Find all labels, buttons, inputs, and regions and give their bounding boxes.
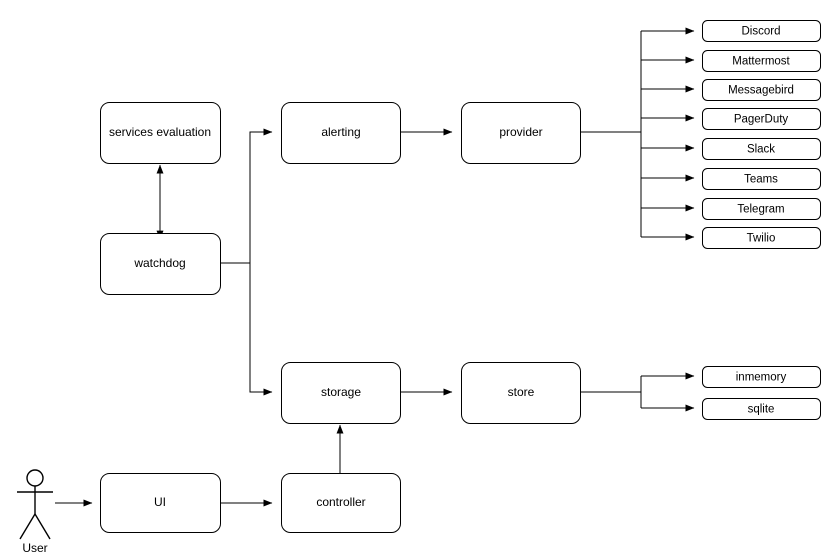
node-ui-shape: [100, 473, 221, 533]
node-store-label: store: [508, 385, 535, 399]
node-storage-label: storage: [321, 385, 361, 399]
node-twilio[interactable]: Twilio: [702, 227, 821, 249]
node-sqlite-shape: [702, 398, 821, 420]
node-mattermost-label: Mattermost: [732, 56, 790, 68]
node-pagerduty-label: PagerDuty: [734, 114, 789, 126]
node-messagebird[interactable]: Messagebird: [702, 79, 821, 101]
node-mattermost-shape: [702, 50, 821, 72]
node-services-evaluation-shape: [100, 102, 221, 164]
node-storage-shape: [281, 362, 401, 424]
node-slack[interactable]: Slack: [702, 138, 821, 160]
node-controller-label: controller: [316, 495, 365, 509]
node-inmemory-label: inmemory: [736, 372, 787, 384]
edge-watchdog-storage: [249, 263, 273, 396]
node-watchdog-label: watchdog: [133, 256, 185, 270]
node-inmemory[interactable]: inmemory: [702, 366, 821, 388]
edge-watchdog-alerting: [220, 128, 273, 264]
node-controller[interactable]: controller: [281, 473, 401, 533]
actor-leg-left: [19, 513, 36, 540]
node-services-evaluation[interactable]: services evaluation: [100, 102, 221, 164]
actor-label: User: [22, 541, 47, 555]
node-ui[interactable]: UI: [100, 473, 221, 533]
node-telegram[interactable]: Telegram: [702, 198, 821, 220]
node-messagebird-label: Messagebird: [728, 85, 794, 97]
node-alerting[interactable]: alerting: [281, 102, 401, 164]
node-ui-label: UI: [154, 495, 166, 509]
node-provider-shape: [461, 102, 581, 164]
node-discord-label: Discord: [742, 26, 781, 38]
node-services-evaluation-label: services evaluation: [109, 125, 211, 139]
node-telegram-shape: [702, 198, 821, 220]
user-actor[interactable]: User: [17, 469, 53, 555]
node-discord[interactable]: Discord: [702, 20, 821, 42]
node-teams-label: Teams: [744, 174, 778, 186]
edge-store-fanout: [580, 372, 695, 412]
node-messagebird-shape: [702, 79, 821, 101]
node-watchdog[interactable]: watchdog: [100, 233, 221, 295]
node-alerting-shape: [281, 102, 401, 164]
node-sqlite[interactable]: sqlite: [702, 398, 821, 420]
node-discord-shape: [702, 20, 821, 42]
actor-head-icon: [26, 469, 44, 487]
node-twilio-label: Twilio: [747, 233, 776, 245]
node-provider[interactable]: provider: [461, 102, 581, 164]
node-pagerduty-shape: [702, 108, 821, 130]
node-store[interactable]: store: [461, 362, 581, 424]
node-store-shape: [461, 362, 581, 424]
node-twilio-shape: [702, 227, 821, 249]
node-sqlite-label: sqlite: [748, 404, 775, 416]
edge-provider-fanout: [580, 27, 695, 241]
node-alerting-label: alerting: [321, 125, 360, 139]
node-teams[interactable]: Teams: [702, 168, 821, 190]
node-inmemory-shape: [702, 366, 821, 388]
node-pagerduty[interactable]: PagerDuty: [702, 108, 821, 130]
node-watchdog-shape: [100, 233, 221, 295]
node-controller-shape: [281, 473, 401, 533]
node-provider-label: provider: [499, 125, 542, 139]
node-mattermost[interactable]: Mattermost: [702, 50, 821, 72]
actor-leg-right: [34, 513, 51, 540]
node-slack-label: Slack: [747, 144, 775, 156]
node-telegram-label: Telegram: [737, 204, 784, 216]
node-storage[interactable]: storage: [281, 362, 401, 424]
node-teams-shape: [702, 168, 821, 190]
node-slack-shape: [702, 138, 821, 160]
